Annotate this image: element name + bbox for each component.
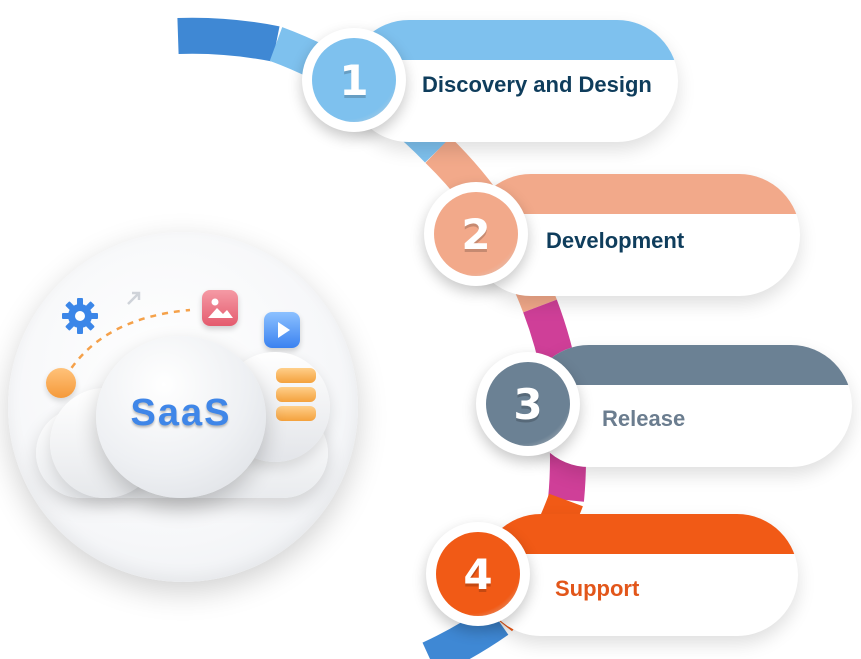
step-4-number: 4	[463, 549, 493, 599]
step-4-band	[480, 514, 798, 554]
database-icon	[276, 368, 316, 424]
cloud-main	[96, 336, 266, 498]
arc-segment-top	[177, 17, 280, 62]
step-3-band	[528, 345, 852, 385]
step-1-disk: 1	[312, 38, 396, 122]
orange-dot	[46, 368, 76, 398]
step-3-label: Release	[602, 406, 686, 431]
dashed-path-icon	[63, 308, 191, 379]
step-2-band	[470, 174, 800, 214]
step-1-band	[348, 20, 678, 60]
step-3-number: 3	[513, 379, 543, 429]
step-1-badge: 1	[302, 28, 406, 132]
step-1-number: 1	[339, 55, 369, 105]
step-3-disk: 3	[486, 362, 570, 446]
gear-icon	[62, 298, 98, 334]
image-icon	[202, 290, 238, 326]
step-2-label: Development	[546, 228, 685, 253]
step-4-label: Support	[555, 576, 640, 601]
step-3-pill	[528, 345, 852, 467]
step-2-disk: 2	[434, 192, 518, 276]
step-1-label: Discovery and Design	[422, 72, 652, 97]
step-2-badge: 2	[424, 182, 528, 286]
play-icon	[264, 312, 300, 348]
saas-label: SaaS	[130, 392, 232, 434]
arc-segment-bottom	[422, 605, 509, 659]
step-2-number: 2	[461, 209, 491, 259]
step-3-badge: 3	[476, 352, 580, 456]
step-4-badge: 4	[426, 522, 530, 626]
step-4-pill	[480, 514, 798, 636]
arrow-icon	[127, 291, 141, 305]
step-4-disk: 4	[436, 532, 520, 616]
